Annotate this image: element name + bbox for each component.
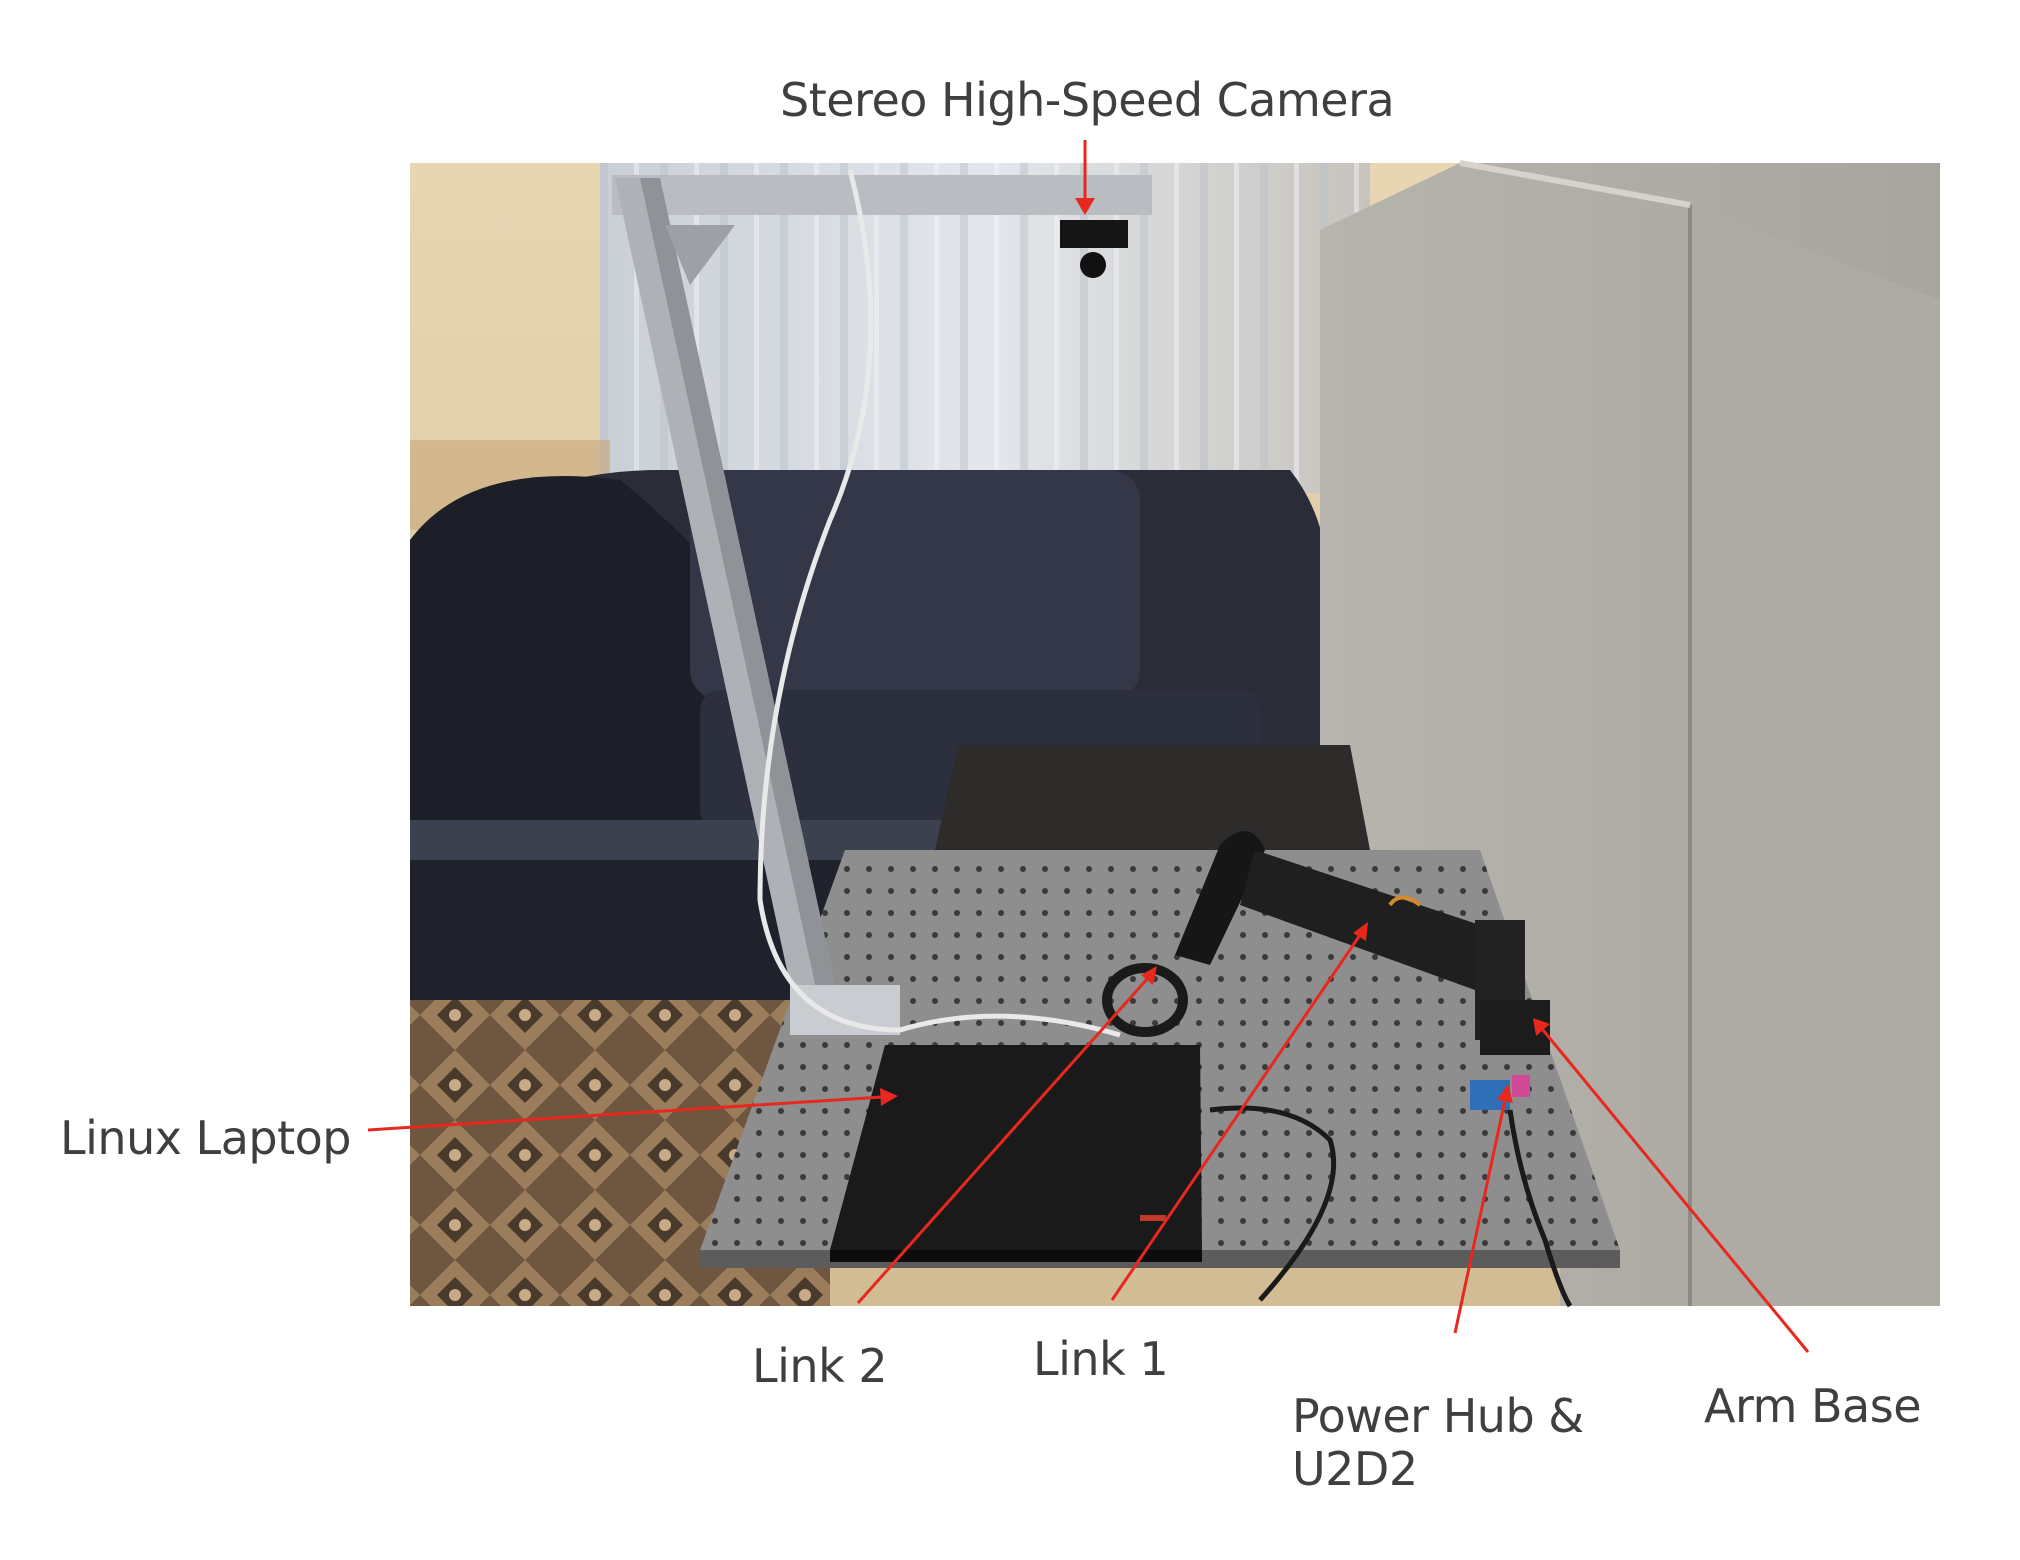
arm-base-arrow: [1533, 1018, 1810, 1353]
link2-arrow: [856, 966, 1157, 1304]
label-laptop: Linux Laptop: [60, 1111, 351, 1165]
aluminum-frame: [612, 175, 1152, 1035]
camera-arrow: [1075, 140, 1095, 215]
label-link1: Link 1: [1033, 1332, 1169, 1386]
laptop-arrow: [367, 1088, 898, 1132]
annotation-arrows: [367, 140, 1810, 1353]
laptop: [830, 1045, 1202, 1262]
label-camera: Stereo High-Speed Camera: [780, 73, 1395, 127]
link1-arrow: [1110, 922, 1368, 1301]
camera: [1060, 220, 1128, 278]
label-power-hub-line1: Power Hub &: [1292, 1389, 1584, 1443]
label-power-hub: Power Hub & U2D2: [1292, 1390, 1584, 1496]
power-hub-arrow: [1453, 1084, 1513, 1334]
photo-frame: [410, 160, 1940, 1308]
label-arm-base: Arm Base: [1704, 1379, 1922, 1433]
label-power-hub-line2: U2D2: [1292, 1441, 1418, 1496]
dark-table: [935, 745, 1370, 850]
label-link2: Link 2: [752, 1339, 888, 1393]
